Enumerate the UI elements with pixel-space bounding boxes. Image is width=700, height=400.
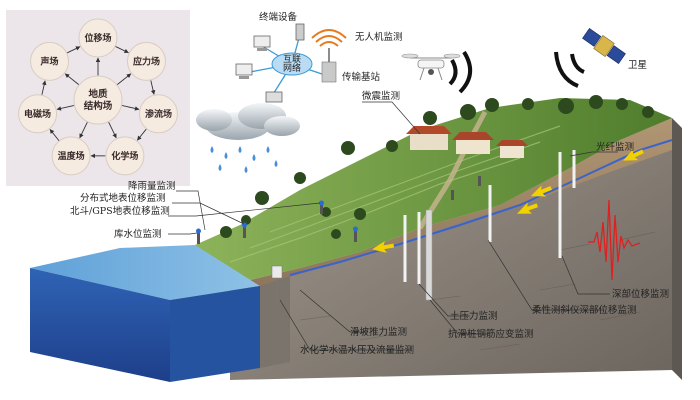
field-link-arrow [147, 76, 156, 95]
satellite-signal-icon [554, 51, 585, 88]
field-node-label: 温度场 [58, 150, 85, 162]
base-station: 传输基站 [311, 29, 381, 83]
leader-lines [168, 101, 618, 351]
anti-slide-pile [425, 209, 433, 301]
label-fiber: 光纤监测 [596, 141, 634, 153]
seismic-waveform [588, 199, 641, 281]
field-link-arrow [62, 46, 81, 57]
reservoir [30, 245, 290, 382]
drone-signal-icon [448, 50, 472, 94]
label-distributed-surface: 分布式地表位移监测 [80, 192, 166, 204]
network-cloud-icon [271, 52, 313, 76]
network-label-2: 网络 [283, 62, 301, 74]
field-link-arrow [56, 102, 79, 111]
water-side [170, 286, 260, 382]
field-link-arrow [137, 124, 151, 141]
field-link-arrow [117, 102, 140, 111]
network-label-1: 互联 [283, 54, 301, 65]
computer-icon [235, 63, 253, 79]
label-hydrochemistry: 水化学水温水压及流量监测 [300, 344, 414, 356]
field-link-arrow [38, 80, 47, 99]
field-node [105, 136, 145, 176]
field-link-arrow [112, 73, 132, 89]
field-center-label-2: 结构场 [83, 100, 113, 112]
trees [220, 95, 654, 239]
instruments [196, 150, 576, 301]
printer-icon [265, 91, 283, 103]
field-node-label: 渗流场 [145, 108, 172, 120]
server-icon [295, 23, 305, 41]
label-beidou-gps: 北斗/GPS地表位移监测 [70, 205, 170, 217]
field-center-node [73, 75, 123, 125]
base-station-label: 传输基站 [342, 71, 381, 83]
label-seismic: 微震监测 [362, 90, 400, 102]
field-node-label: 应力场 [133, 55, 160, 67]
label-landslide-thrust: 滑坡推力监测 [350, 326, 407, 338]
label-anti-slide-pile: 抗滑桩钢筋应变监测 [448, 328, 534, 340]
field-link-arrow [79, 117, 91, 139]
drone-monitoring-label: 无人机监测 [355, 31, 403, 43]
rain-cloud [196, 103, 300, 173]
computer-icon [253, 35, 271, 51]
field-node [30, 41, 70, 81]
field-node [138, 94, 178, 134]
field-node-label: 声场 [40, 55, 59, 67]
label-earth-pressure: 土压力监测 [450, 310, 498, 322]
label-reservoir-level: 库水位监测 [114, 228, 162, 240]
field-node-label: 位移场 [84, 32, 111, 44]
terminal-label: 终端设备 [259, 11, 298, 23]
label-rainfall: 降雨量监测 [128, 180, 176, 192]
field-node [18, 94, 58, 134]
field-node-label: 化学场 [111, 150, 138, 162]
field-node [78, 18, 118, 58]
field-node-label: 电磁场 [24, 108, 51, 120]
field-link-arrow [105, 117, 117, 139]
village-buildings [406, 126, 528, 158]
field-link-arrow [64, 73, 84, 89]
grass-slope [195, 98, 672, 285]
water-front [30, 268, 170, 382]
field-node [51, 136, 91, 176]
field-link-arrow [111, 42, 129, 54]
field-link-arrow [49, 129, 63, 145]
label-deep-displacement: 深部位移监测 [612, 288, 669, 300]
label-flexible-inclinometer: 柔性测斜仪深部位移监测 [532, 304, 637, 316]
groundwater-arrows [372, 149, 644, 253]
water-surface [30, 245, 260, 300]
monitoring-labels: 微震监测 光纤监测 降雨量监测 分布式地表位移监测 北斗/GPS地表位移监测 库… [70, 90, 669, 356]
field-node [126, 41, 166, 81]
drone-icon [401, 53, 461, 81]
terminal-network: 互联 网络 终端设备 [235, 11, 323, 103]
field-center-label-1: 地质 [88, 88, 108, 100]
satellite-icon [582, 28, 626, 64]
satellite-label: 卫星 [628, 60, 647, 71]
